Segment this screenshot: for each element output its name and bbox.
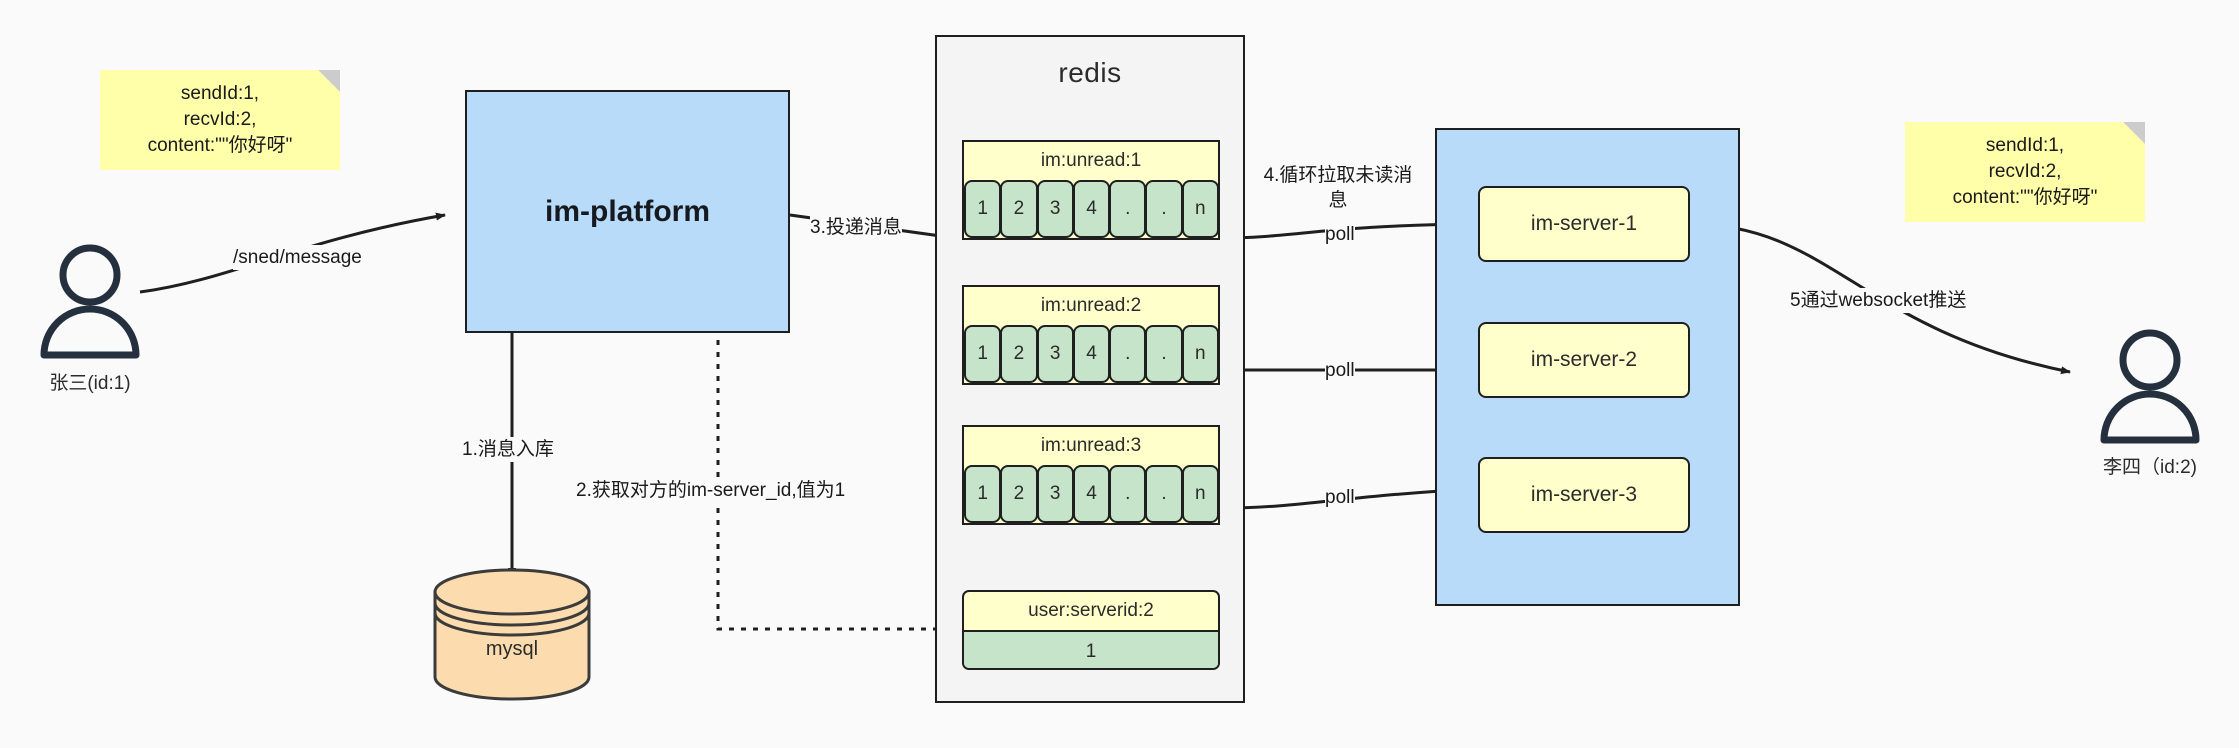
edge-label-poll-3: poll — [1325, 485, 1355, 510]
note-left: sendId:1, recvId:2, content:""你好呀" — [100, 70, 340, 170]
note-right-line-2: recvId:2, — [1988, 161, 2062, 182]
edge-label-send-message: /sned/message — [233, 245, 362, 270]
database-cylinder-icon — [433, 568, 591, 701]
mysql-label: mysql — [485, 638, 539, 660]
redis-cell: 3 — [1036, 465, 1074, 523]
redis-cell: 2 — [1000, 465, 1038, 523]
redis-list-im-unread-2: im:unread:2 1 2 3 4 . . n — [962, 285, 1220, 385]
actor-receiver-label: 李四（id:2) — [2103, 457, 2197, 478]
edge-label-step1: 1.消息入库 — [462, 437, 554, 462]
redis-list-key: im:unread:2 — [1040, 295, 1142, 316]
mysql-database: mysql — [432, 568, 592, 701]
redis-kv-key: user:serverid:2 — [1028, 600, 1154, 621]
redis-cell: n — [1181, 325, 1219, 383]
edge-label-step2: 2.获取对方的im-server_id,值为1 — [576, 478, 846, 503]
person-icon — [40, 244, 140, 359]
redis-list-key: im:unread:3 — [1040, 435, 1142, 456]
redis-list-im-unread-3: im:unread:3 1 2 3 4 . . n — [962, 425, 1220, 525]
edge-step2-dotted — [714, 317, 962, 631]
redis-title: redis — [1058, 57, 1122, 88]
edge-label-step4: 4.循环拉取未读消息 — [1258, 163, 1418, 213]
edge-label-poll-2: poll — [1325, 358, 1355, 383]
edge-label-poll-1: poll — [1325, 222, 1355, 247]
redis-kv-user-serverid: user:serverid:2 1 — [962, 590, 1220, 670]
person-icon — [2100, 329, 2200, 444]
redis-cell: . — [1109, 465, 1147, 523]
im-server-2[interactable]: im-server-2 — [1478, 322, 1690, 398]
redis-cell: 4 — [1072, 325, 1111, 383]
redis-list-cells: 1 2 3 4 . . n — [964, 325, 1219, 383]
redis-list-key: im:unread:1 — [1040, 150, 1142, 171]
note-fold-icon — [2123, 122, 2145, 144]
redis-cell: 4 — [1072, 465, 1111, 523]
redis-list-cells: 1 2 3 4 . . n — [964, 180, 1219, 238]
im-server-1[interactable]: im-server-1 — [1478, 186, 1690, 262]
redis-cell: 1 — [964, 325, 1002, 383]
note-right-line-1: sendId:1, — [1985, 135, 2065, 156]
edge-poll1 — [1224, 220, 1479, 240]
note-right: sendId:1, recvId:2, content:""你好呀" — [1905, 122, 2145, 222]
actor-receiver — [2090, 325, 2210, 445]
note-left-line-3: content:""你好呀" — [147, 135, 293, 156]
redis-cell: . — [1145, 180, 1183, 238]
redis-cell: 2 — [1000, 180, 1038, 238]
redis-cell: . — [1145, 465, 1183, 523]
redis-cell: 3 — [1036, 180, 1074, 238]
edge-label-step5: 5通过websocket推送 — [1790, 288, 1967, 313]
redis-cell: 3 — [1036, 325, 1074, 383]
edge-step5-websocket — [1689, 222, 2071, 375]
edge-label-step3: 3.投递消息 — [810, 215, 902, 240]
redis-cell: 4 — [1072, 180, 1111, 238]
actor-sender-label: 张三(id:1) — [49, 373, 131, 394]
note-right-line-3: content:""你好呀" — [1952, 187, 2098, 208]
redis-cell: . — [1109, 325, 1147, 383]
redis-cell: 2 — [1000, 325, 1038, 383]
actor-sender — [30, 240, 150, 360]
redis-cell: n — [1181, 465, 1219, 523]
redis-cell: . — [1145, 325, 1183, 383]
note-fold-icon — [318, 70, 340, 92]
note-left-line-2: recvId:2, — [183, 109, 257, 130]
redis-cell: 1 — [964, 465, 1002, 523]
redis-kv-value: 1 — [964, 630, 1218, 668]
redis-cell: n — [1181, 180, 1219, 238]
redis-cell: . — [1109, 180, 1147, 238]
redis-list-cells: 1 2 3 4 . . n — [964, 465, 1219, 523]
redis-cell: 1 — [964, 180, 1002, 238]
redis-list-im-unread-1: im:unread:1 1 2 3 4 . . n — [962, 140, 1220, 240]
im-server-3[interactable]: im-server-3 — [1478, 457, 1690, 533]
im-platform-box[interactable]: im-platform — [465, 90, 790, 333]
note-left-line-1: sendId:1, — [180, 83, 260, 104]
